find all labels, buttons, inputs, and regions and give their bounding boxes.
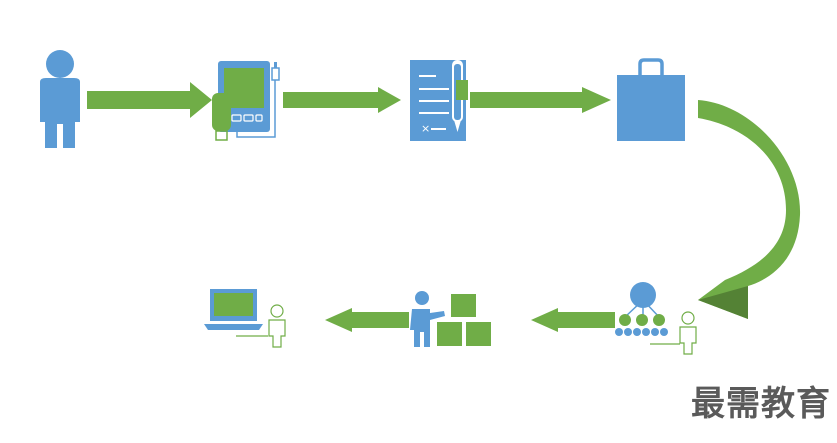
flow-arrow-2 — [283, 87, 401, 113]
flow-arrow-curve-head — [698, 286, 748, 319]
svg-text:×: × — [421, 122, 430, 135]
brand-watermark: 最需教育 — [691, 384, 831, 424]
shopping-bag-icon — [617, 58, 685, 141]
presenter-boxes-icon — [410, 291, 491, 347]
customer-icon — [40, 50, 80, 148]
card-terminal-icon — [212, 61, 280, 141]
signed-document-icon: × — [410, 60, 468, 141]
flow-arrow-1 — [87, 82, 212, 118]
flow-arrow-3 — [470, 87, 611, 113]
flow-arrow-4 — [531, 308, 615, 332]
flow-arrow-5 — [325, 308, 409, 332]
flow-arrow-curve — [698, 100, 801, 319]
laptop-user-icon — [204, 289, 286, 348]
org-chart-presenter-icon — [615, 282, 697, 355]
